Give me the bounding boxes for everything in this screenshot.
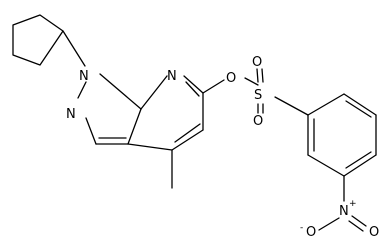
bond-nitro-O-top (318, 217, 340, 231)
charge-N-nitro: + (349, 199, 357, 209)
atom-N2: N (66, 107, 76, 122)
atom-N1: N (79, 69, 89, 84)
benzene-ring (307, 93, 377, 177)
atom-O-nitro-top: O (306, 225, 316, 240)
atom-O-ester: O (226, 71, 236, 86)
bond-S-O-upper-a (256, 68, 259, 83)
bond-S-O-upper-b (261, 68, 264, 83)
charge-O-nitro: - (300, 223, 303, 233)
bond-nitro-O-right-a (351, 215, 367, 227)
pyrazole-ring (77, 73, 142, 145)
atom-O-sulfonyl-upper: O (252, 55, 262, 70)
atom-S: S (254, 88, 262, 103)
atom-O-sulfonyl-lower: O (253, 114, 263, 129)
bond-nitro-O-right-b (348, 220, 364, 232)
bond-O-S (244, 77, 259, 86)
atom-N-nitro: N (339, 204, 349, 219)
pyridine-ring (127, 75, 204, 151)
atom-N7: N (167, 69, 177, 84)
cyclopentyl-ring (12, 14, 64, 66)
bond-C6-O (202, 79, 225, 94)
molecule-diagram: N N N O S O O N + O - O (12, 14, 379, 240)
bond-S-aryl (274, 96, 309, 116)
bond-cyclopentyl-N1 (62, 30, 86, 67)
molecule-structure: N N N O S O O N + O - O (12, 14, 379, 240)
atom-O-nitro-right: O (369, 225, 379, 240)
